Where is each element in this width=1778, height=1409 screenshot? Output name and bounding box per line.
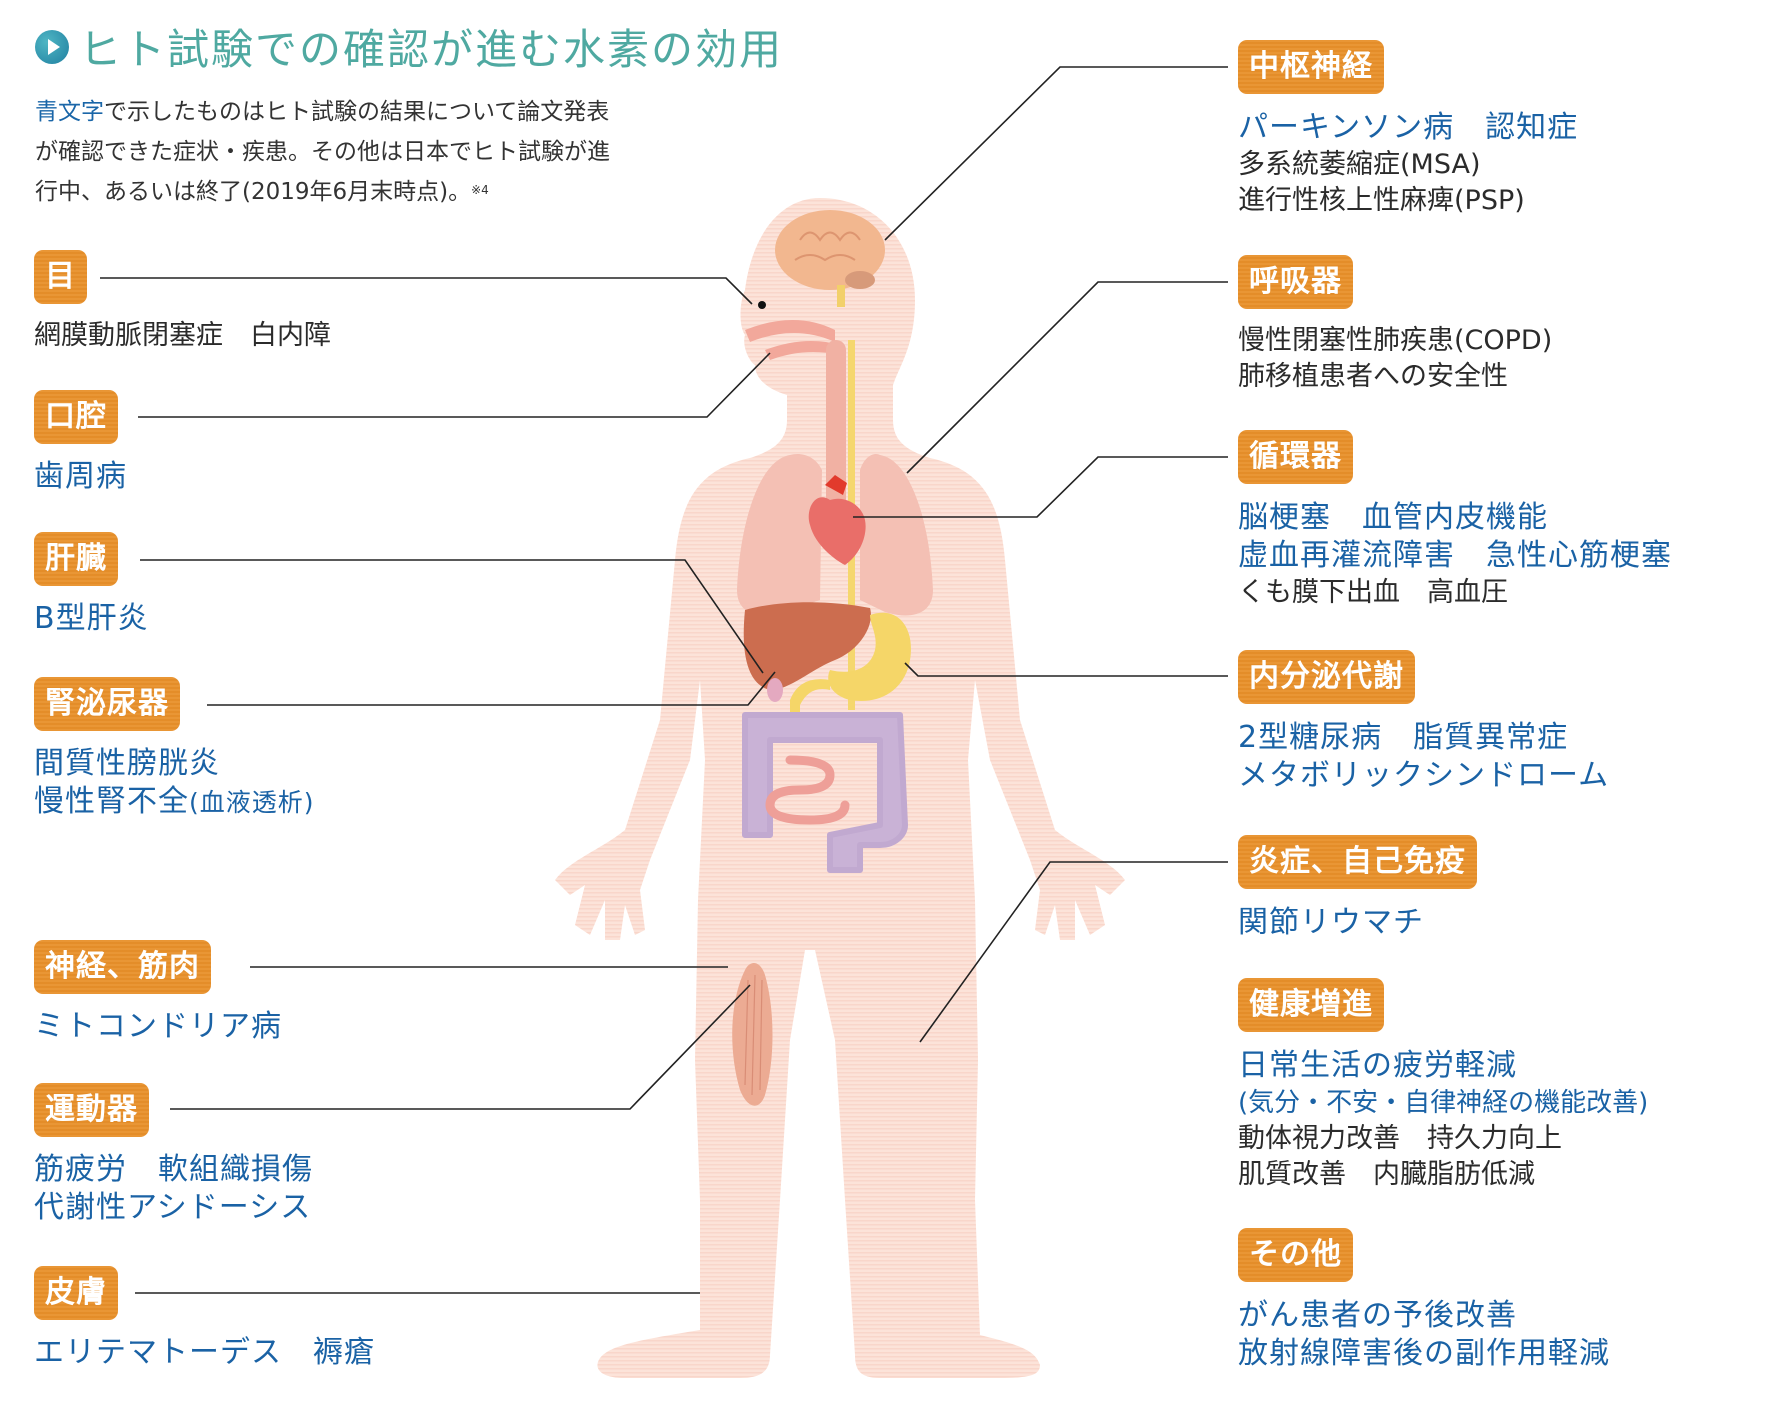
body-silhouette xyxy=(555,198,1125,1378)
item-confirmed: 歯周病 xyxy=(34,459,127,494)
intro-line-1: で示したものはヒト試験の結果について論文発表 xyxy=(104,99,610,125)
items-kidney-urinary: 間質性膀胱炎 慢性腎不全(血液透析) xyxy=(34,745,315,822)
item-confirmed: 関節リウマチ xyxy=(1238,905,1424,940)
item-confirmed: 間質性膀胱炎 xyxy=(34,746,220,781)
items-oral: 歯周病 xyxy=(34,458,127,496)
connector-kidney xyxy=(207,671,776,706)
item-other: 動体視力改善 持久力向上 xyxy=(1238,1123,1562,1154)
stomach-icon xyxy=(828,612,911,701)
items-liver: B型肝炎 xyxy=(34,600,149,638)
small-intestine-icon xyxy=(765,755,850,825)
items-respiratory: 慢性閉塞性肺疾患(COPD) 肺移植患者への安全性 xyxy=(1238,323,1552,395)
play-circle-icon xyxy=(35,29,69,64)
items-other: がん患者の予後改善 放射線障害後の副作用軽減 xyxy=(1238,1297,1610,1373)
item-confirmed: がん患者の予後改善 xyxy=(1238,1298,1517,1333)
items-inflammation-autoimmune: 関節リウマチ xyxy=(1238,904,1424,942)
connector-inflammation xyxy=(919,861,1228,1043)
liver-icon xyxy=(743,602,871,690)
badge-kidney-urinary: 腎泌尿器 xyxy=(34,677,180,731)
item-other: 進行性核上性麻痺(PSP) xyxy=(1238,185,1525,216)
footnote-marker: ※4 xyxy=(471,183,489,197)
badge-inflammation-autoimmune: 炎症、自己免疫 xyxy=(1238,835,1477,889)
badge-skin: 皮膚 xyxy=(34,1266,118,1320)
item-confirmed: 筋疲労 軟組織損傷 xyxy=(34,1152,313,1187)
item-confirmed: 脳梗塞 血管内皮機能 xyxy=(1238,500,1548,535)
item-confirmed: 2型糖尿病 脂質異常症 xyxy=(1238,720,1569,755)
left-lung xyxy=(737,453,822,616)
items-eye: 網膜動脈閉塞症 白内障 xyxy=(34,318,331,354)
items-locomotor: 筋疲労 軟組織損傷 代謝性アシドーシス xyxy=(34,1151,313,1227)
item-confirmed: メタボリックシンドローム xyxy=(1238,758,1610,793)
connector-locomotor xyxy=(170,984,751,1110)
badge-oral: 口腔 xyxy=(34,390,118,444)
item-other: くも膜下出血 高血圧 xyxy=(1238,577,1508,608)
item-note: (血液透析) xyxy=(189,788,315,817)
items-nerve-muscle: ミトコンドリア病 xyxy=(34,1008,282,1046)
item-confirmed: 日常生活の疲労軽減 xyxy=(1238,1048,1517,1083)
item-confirmed: 放射線障害後の副作用軽減 xyxy=(1238,1336,1610,1371)
page-title: ヒト試験での確認が進む水素の効用 xyxy=(35,16,783,77)
brain-icon xyxy=(775,210,885,307)
item-confirmed: 代謝性アシドーシス xyxy=(34,1190,312,1225)
items-circulatory: 脳梗塞 血管内皮機能 虚血再灌流障害 急性心筋梗塞 くも膜下出血 高血圧 xyxy=(1238,499,1672,611)
intro-line-2: が確認できた症状・疾患。その他は日本でヒト試験が進 xyxy=(35,139,610,165)
heart-icon xyxy=(808,497,866,565)
badge-nerve-muscle: 神経、筋肉 xyxy=(34,940,211,994)
badge-endocrine-metabolic: 内分泌代謝 xyxy=(1238,650,1415,704)
connector-endocrine xyxy=(904,662,1228,677)
intro-line-3: 行中、あるいは終了(2019年6月末時点)。 xyxy=(35,179,472,205)
large-intestine-icon xyxy=(742,712,908,873)
item-other: 網膜動脈閉塞症 白内障 xyxy=(34,320,331,351)
item-confirmed: 慢性腎不全(血液透析) xyxy=(34,783,315,822)
item-confirmed: エリテマトーデス 褥瘡 xyxy=(34,1335,375,1370)
badge-eye: 目 xyxy=(34,250,87,304)
connector-lines xyxy=(100,66,1228,1294)
item-confirmed: B型肝炎 xyxy=(34,601,149,636)
kidney-icon xyxy=(767,678,783,702)
items-endocrine-metabolic: 2型糖尿病 脂質異常症 メタボリックシンドローム xyxy=(1238,719,1609,795)
item-confirmed: ミトコンドリア病 xyxy=(34,1009,282,1044)
connector-liver xyxy=(140,559,764,674)
items-health-promotion: 日常生活の疲労軽減 (気分・不安・自律神経の機能改善) 動体視力改善 持久力向上… xyxy=(1238,1047,1648,1193)
eye-dot-icon xyxy=(758,301,766,309)
item-confirmed: 虚血再灌流障害 急性心筋梗塞 xyxy=(1238,538,1672,573)
item-text: 慢性腎不全 xyxy=(34,784,189,819)
title-text: ヒト試験での確認が進む水素の効用 xyxy=(79,25,784,74)
item-other: 慢性閉塞性肺疾患(COPD) xyxy=(1238,325,1553,356)
item-other: 肌質改善 内臓脂肪低減 xyxy=(1238,1159,1535,1190)
item-confirmed: パーキンソン病 認知症 xyxy=(1238,110,1579,145)
connector-oral xyxy=(138,352,771,418)
muscle-icon xyxy=(732,963,773,1106)
nasal-cavity xyxy=(745,320,835,342)
connector-respiratory xyxy=(906,281,1228,474)
items-central-nervous: パーキンソン病 認知症 多系統萎縮症(MSA) 進行性核上性麻痺(PSP) xyxy=(1238,109,1578,219)
badge-health-promotion: 健康増進 xyxy=(1238,978,1384,1032)
badge-circulatory: 循環器 xyxy=(1238,430,1353,484)
item-other: 肺移植患者への安全性 xyxy=(1238,361,1508,392)
badge-respiratory: 呼吸器 xyxy=(1238,255,1353,309)
badge-other: その他 xyxy=(1238,1228,1353,1282)
right-lung xyxy=(860,453,933,616)
items-skin: エリテマトーデス 褥瘡 xyxy=(34,1334,375,1372)
item-other: 多系統萎縮症(MSA) xyxy=(1238,149,1481,180)
badge-central-nervous: 中枢神経 xyxy=(1238,40,1384,94)
oral-cavity xyxy=(765,341,840,360)
connector-circulatory xyxy=(853,456,1228,518)
connector-cns xyxy=(884,66,1228,241)
intro-highlight: 青文字 xyxy=(35,99,104,125)
item-confirmed: (気分・不安・自律神経の機能改善) xyxy=(1238,1088,1649,1118)
intro-text: 青文字で示したものはヒト試験の結果について論文発表 が確認できた症状・疾患。その… xyxy=(35,92,725,212)
badge-locomotor: 運動器 xyxy=(34,1083,149,1137)
connector-eye xyxy=(100,277,753,305)
trachea xyxy=(826,340,846,510)
badge-liver: 肝臓 xyxy=(34,532,118,586)
